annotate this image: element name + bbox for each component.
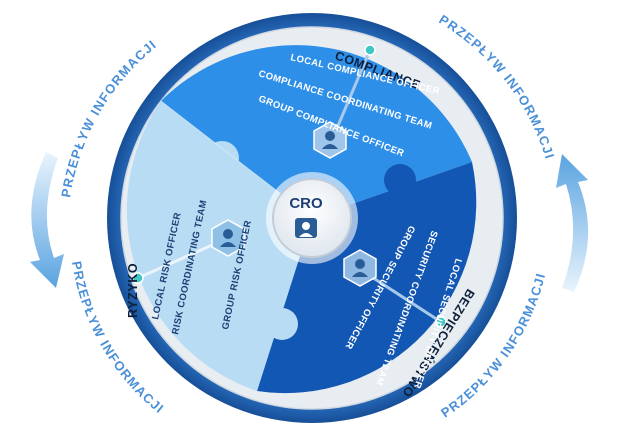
compliance-connector <box>330 49 372 141</box>
refresh-arrow-icon <box>30 152 64 288</box>
teal-dot-icon <box>132 272 144 284</box>
puzzle-knob-risk-bottom <box>266 308 298 340</box>
person-icon <box>211 219 245 257</box>
cro-title: CRO <box>289 195 323 212</box>
refresh-arrow-icon <box>556 154 589 292</box>
person-icon <box>295 218 317 238</box>
puzzle-knob-security <box>384 164 416 196</box>
puzzle-knob-risk <box>205 141 239 175</box>
ring-divider <box>120 26 504 410</box>
risk-title: RYZYKO <box>126 263 140 318</box>
teal-dot-icon <box>435 316 447 328</box>
teal-dot-icon <box>364 44 376 56</box>
person-icon <box>313 121 347 159</box>
person-icon <box>343 249 377 287</box>
